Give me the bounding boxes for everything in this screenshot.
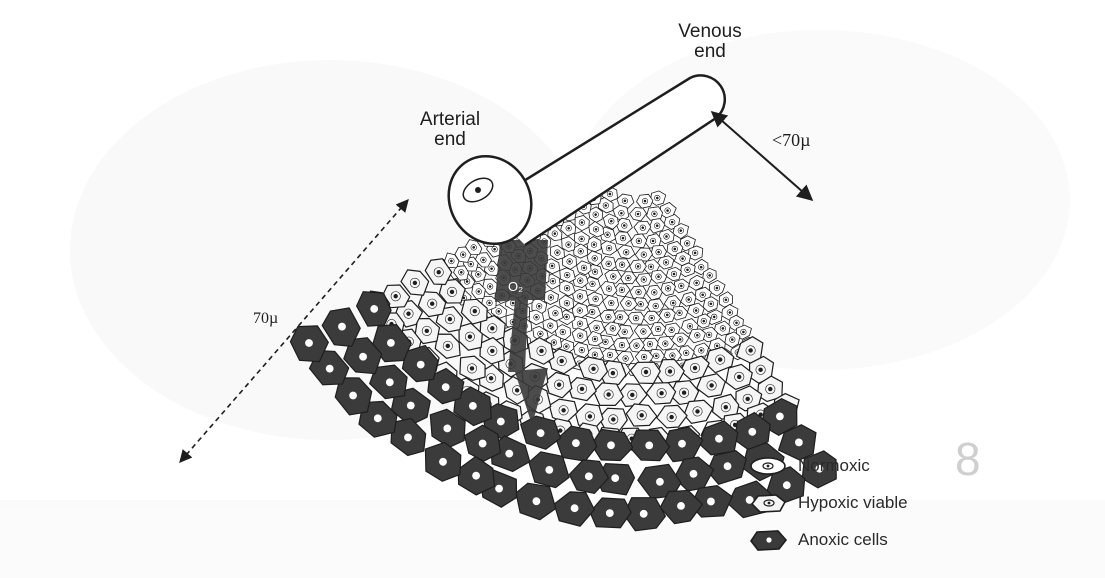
legend-item-hypoxic: Hypoxic viable (748, 492, 908, 514)
venous-end-label: Venous end (665, 22, 755, 62)
oxygen-label: O₂ (508, 279, 523, 294)
hypoxic-cell (630, 362, 660, 384)
legend-label-normoxic: Normoxic (798, 456, 870, 476)
legend-item-anoxic: Anoxic cells (748, 529, 888, 551)
watermark-digit: 8 (955, 433, 981, 485)
legend-item-normoxic: Normoxic (748, 455, 870, 477)
normoxic-cell (627, 312, 644, 324)
hypoxic-cell (646, 381, 677, 405)
normoxic-cell (570, 327, 590, 345)
normoxic-cell-icon (748, 455, 788, 477)
hypoxic-cell (656, 404, 689, 430)
arterial-end-label: Arterial end (405, 110, 495, 150)
hypoxic-cell (626, 404, 657, 426)
hypoxic-cell-icon (748, 492, 788, 514)
anoxic-cell-icon (748, 529, 788, 551)
hypoxic-cell (592, 382, 624, 408)
legend-label-anoxic: Anoxic cells (798, 530, 888, 550)
width-label-right: <70µ (772, 130, 811, 151)
width-label-left: 70µ (253, 310, 278, 328)
normoxic-cell (634, 325, 652, 339)
normoxic-cell (656, 336, 675, 351)
normoxic-cell (585, 291, 604, 308)
legend-label-hypoxic: Hypoxic viable (798, 493, 908, 513)
